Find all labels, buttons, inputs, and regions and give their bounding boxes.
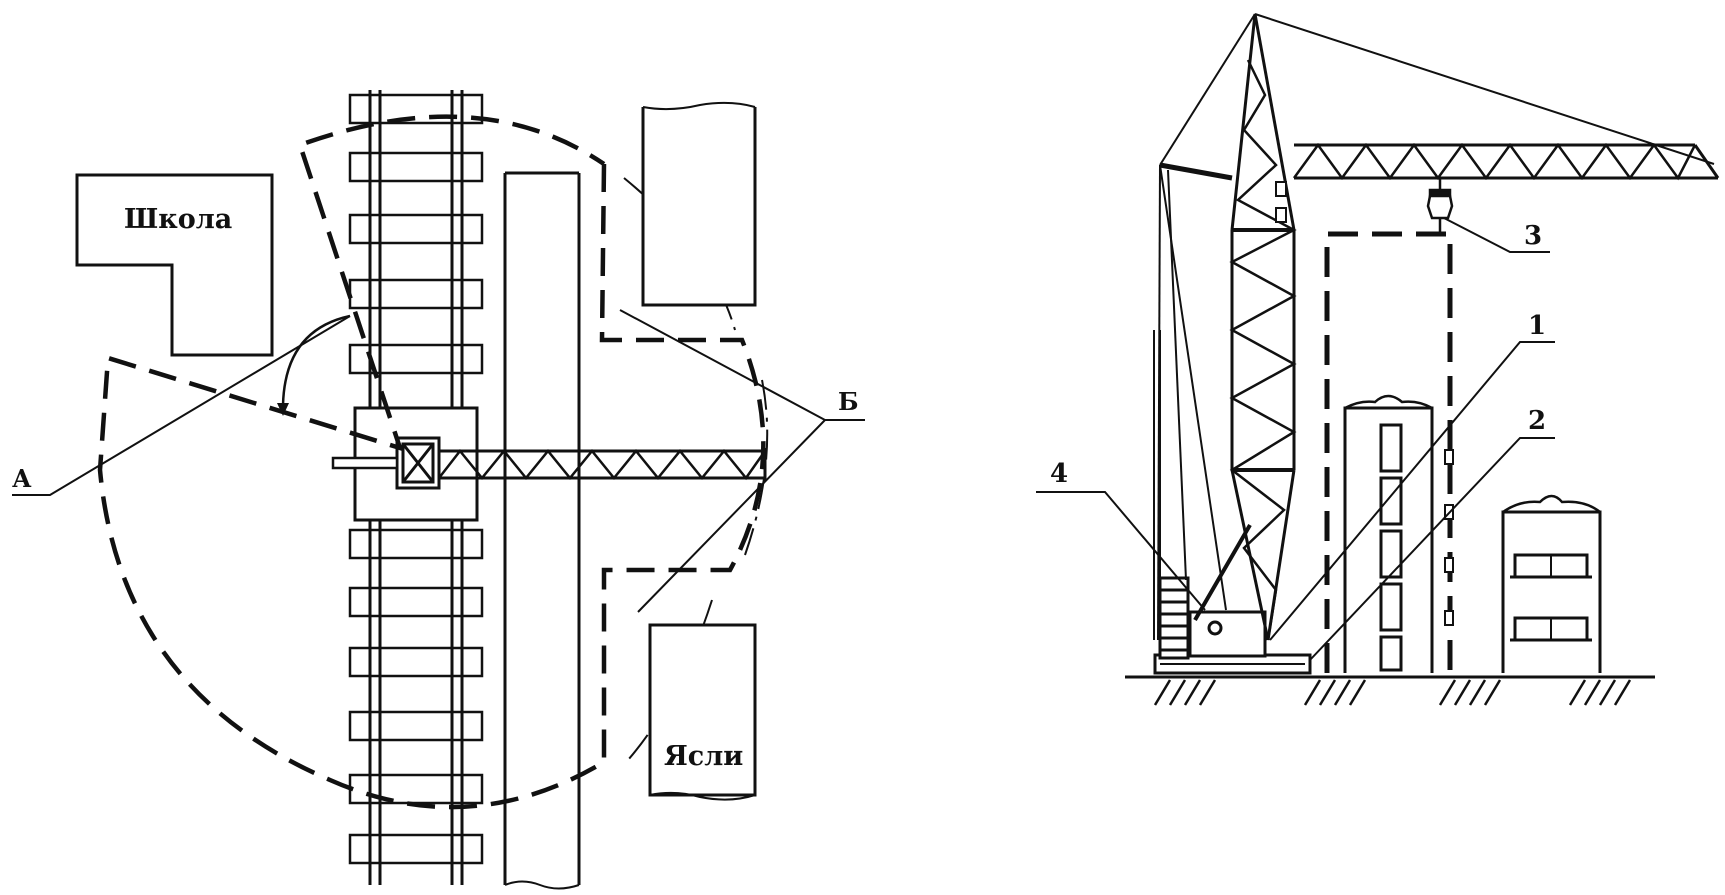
swing-zone-boundary: [97, 114, 766, 810]
marker-b-label: Б: [838, 387, 859, 416]
hook-block: [1426, 178, 1454, 232]
elevation-view: [1036, 13, 1720, 706]
crane-counterjib-elevation: [1159, 162, 1233, 181]
crane-tower-square: [395, 436, 441, 490]
leader-a: [12, 315, 351, 496]
ground-hatch: [1153, 679, 1632, 706]
upper-right-building: [641, 101, 757, 307]
callout-1: 1: [1528, 311, 1546, 341]
raising-strut: [1193, 523, 1252, 622]
tall-building: [1343, 394, 1454, 673]
stay-ropes: [1153, 13, 1715, 641]
callout-4: 4: [1050, 459, 1068, 489]
plan-view: [12, 90, 865, 890]
crane-jib: [438, 448, 767, 481]
nursery-outline: [648, 623, 757, 801]
callout-2: 2: [1528, 406, 1546, 436]
angle-arc: [281, 314, 351, 406]
road-strip: [503, 171, 581, 890]
danger-zone-boundary: [1324, 231, 1453, 673]
callout-leaders: [1036, 217, 1555, 661]
crane-counterjib: [331, 456, 399, 470]
angle-arrowhead: [277, 403, 289, 416]
school-label: Школа: [124, 204, 232, 235]
crane-mast: [1229, 13, 1297, 641]
rail-sleepers: [348, 93, 484, 865]
crane-undercarriage: [1153, 576, 1312, 675]
school-outline: [75, 173, 274, 357]
nursery-label: Ясли: [664, 741, 743, 772]
crane-jib-elevation: [1292, 142, 1720, 181]
small-building: [1501, 494, 1602, 673]
leader-b: [619, 309, 865, 613]
marker-a-label: А: [12, 464, 32, 493]
callout-3: 3: [1524, 221, 1542, 251]
